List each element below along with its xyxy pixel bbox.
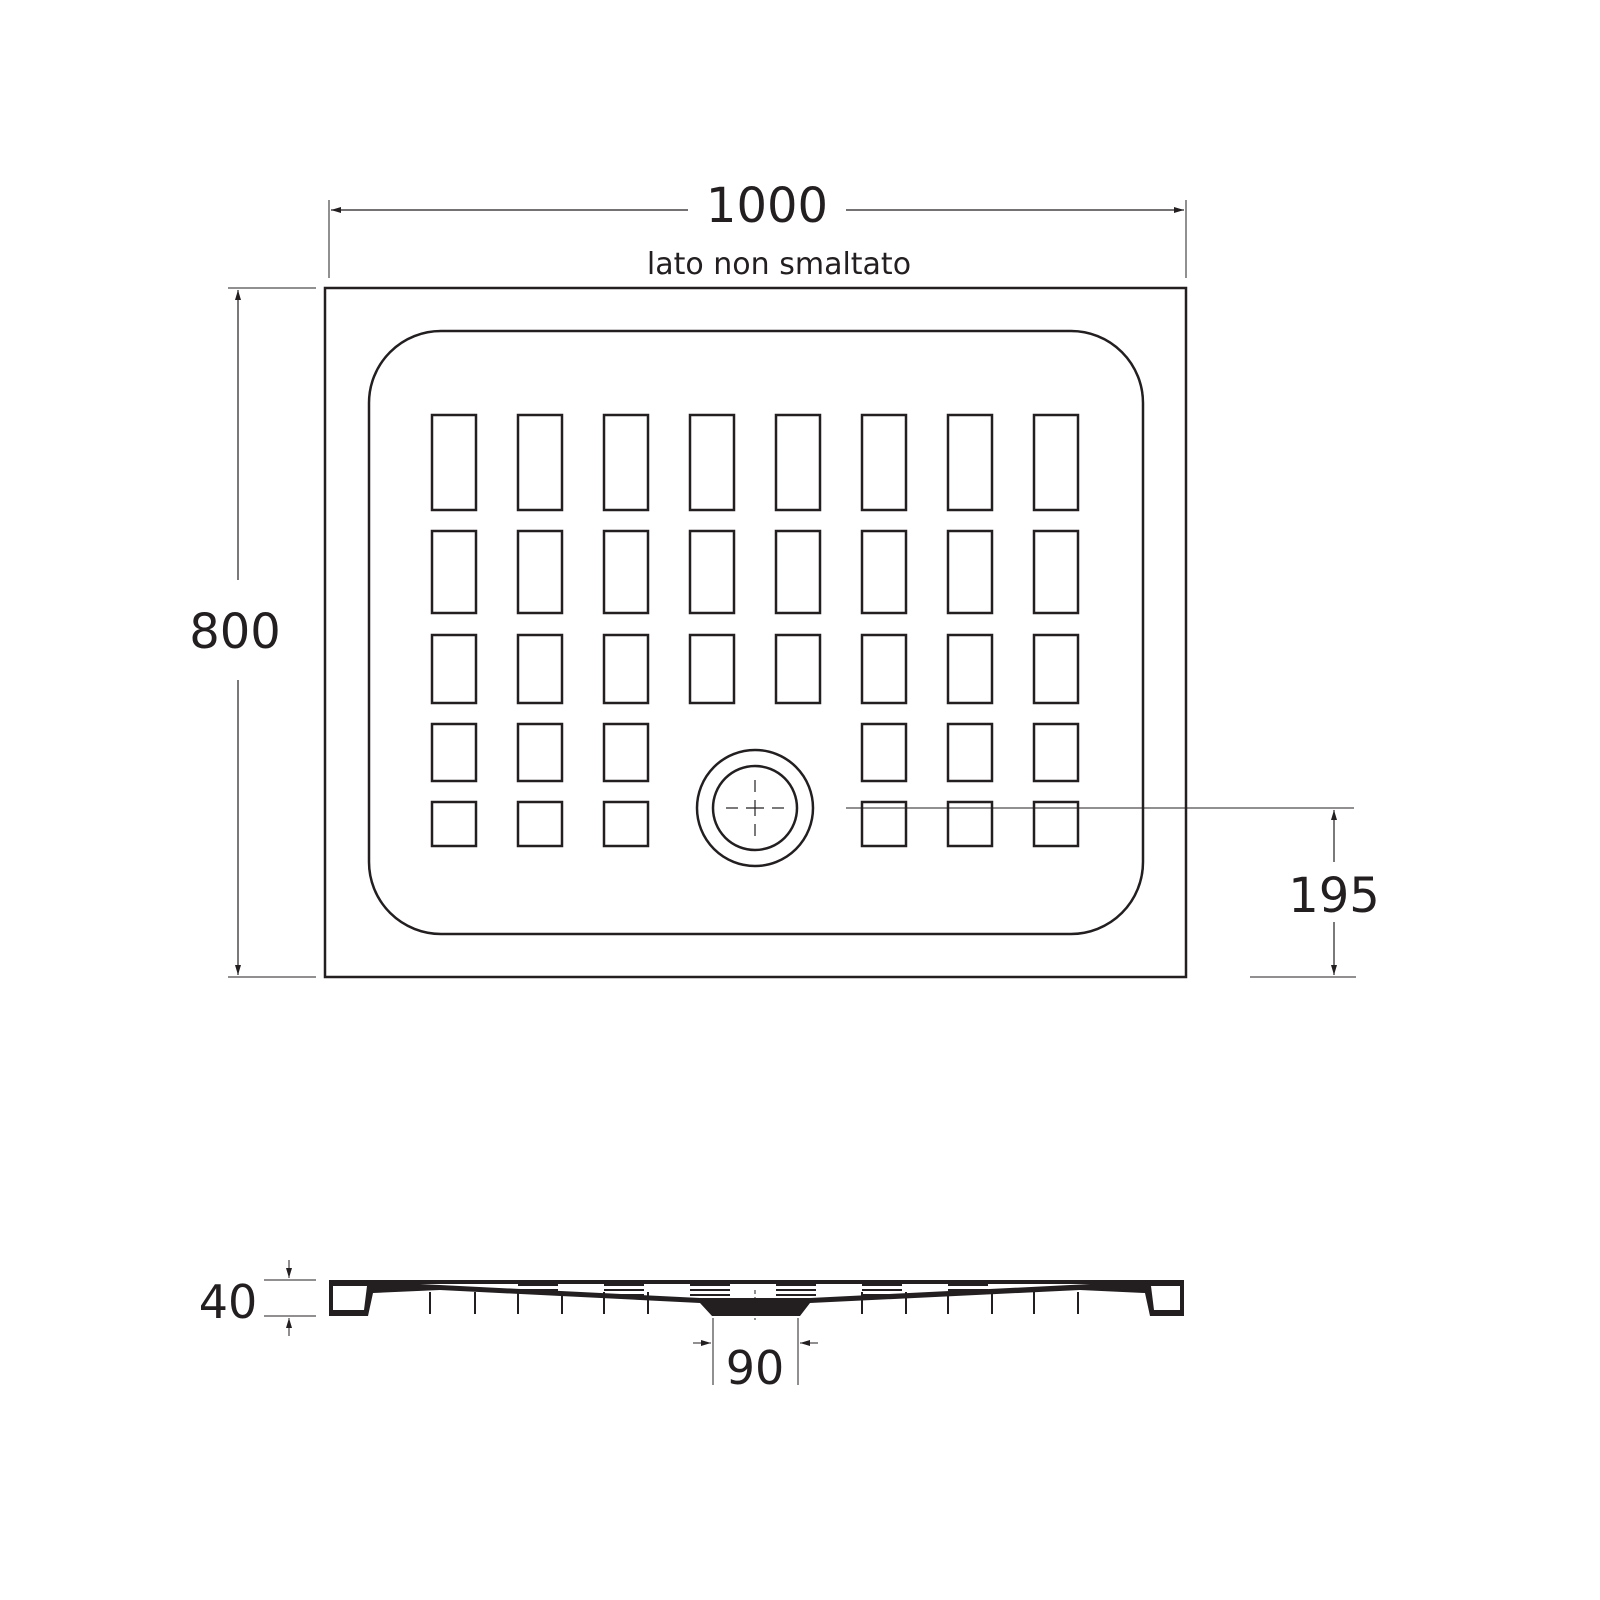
grid-cell	[688, 633, 736, 705]
grid-cell	[430, 413, 478, 512]
grid-cell	[516, 529, 564, 615]
grid-cell	[946, 800, 994, 848]
grid-cell	[774, 529, 822, 615]
grid-cell	[860, 529, 908, 615]
drain-offset-dimension	[846, 807, 1356, 978]
width-dimension	[328, 200, 1187, 278]
drain-icon	[695, 748, 815, 868]
grid-cell	[516, 633, 564, 705]
grid-cell	[1032, 800, 1080, 848]
width-note: lato non smaltato	[647, 247, 911, 282]
grid-cell	[688, 413, 736, 512]
drain-offset-label: 195	[1288, 868, 1380, 924]
grid-cell	[774, 633, 822, 705]
grid-cell	[430, 633, 478, 705]
grid-cell	[516, 722, 564, 783]
grid-cell	[860, 800, 908, 848]
grid-cell	[1032, 722, 1080, 783]
grid-cell	[516, 800, 564, 848]
drain-diameter-dimension	[693, 1318, 818, 1385]
grid-cell	[946, 633, 994, 705]
grid-cell	[602, 800, 650, 848]
grid-cell	[1032, 633, 1080, 705]
grid-cell	[774, 413, 822, 512]
grid-cell	[860, 633, 908, 705]
grid-cell	[1032, 529, 1080, 615]
grid-cell	[688, 529, 736, 615]
grid-cell	[602, 633, 650, 705]
length-dimension	[228, 287, 316, 978]
grid-cell	[516, 413, 564, 512]
grid-cell	[946, 413, 994, 512]
grid-cell	[602, 722, 650, 783]
grid-cell	[860, 413, 908, 512]
grid-cell	[1032, 413, 1080, 512]
grid-cell	[602, 529, 650, 615]
grid-cell	[430, 529, 478, 615]
height-dimension	[264, 1260, 316, 1336]
side-section-view	[329, 1280, 1184, 1320]
width-label: 1000	[706, 178, 828, 234]
grid-cell	[430, 800, 478, 848]
grid-cell	[946, 722, 994, 783]
grid-cell	[946, 529, 994, 615]
anti-slip-grid	[430, 413, 1080, 848]
drain-diameter-label: 90	[726, 1341, 785, 1395]
length-label: 800	[189, 604, 281, 660]
tray-outline	[323, 286, 1188, 979]
grid-cell	[860, 722, 908, 783]
height-label: 40	[199, 1275, 258, 1329]
grid-cell	[430, 722, 478, 783]
tray-basin	[367, 329, 1145, 936]
grid-cell	[602, 413, 650, 512]
